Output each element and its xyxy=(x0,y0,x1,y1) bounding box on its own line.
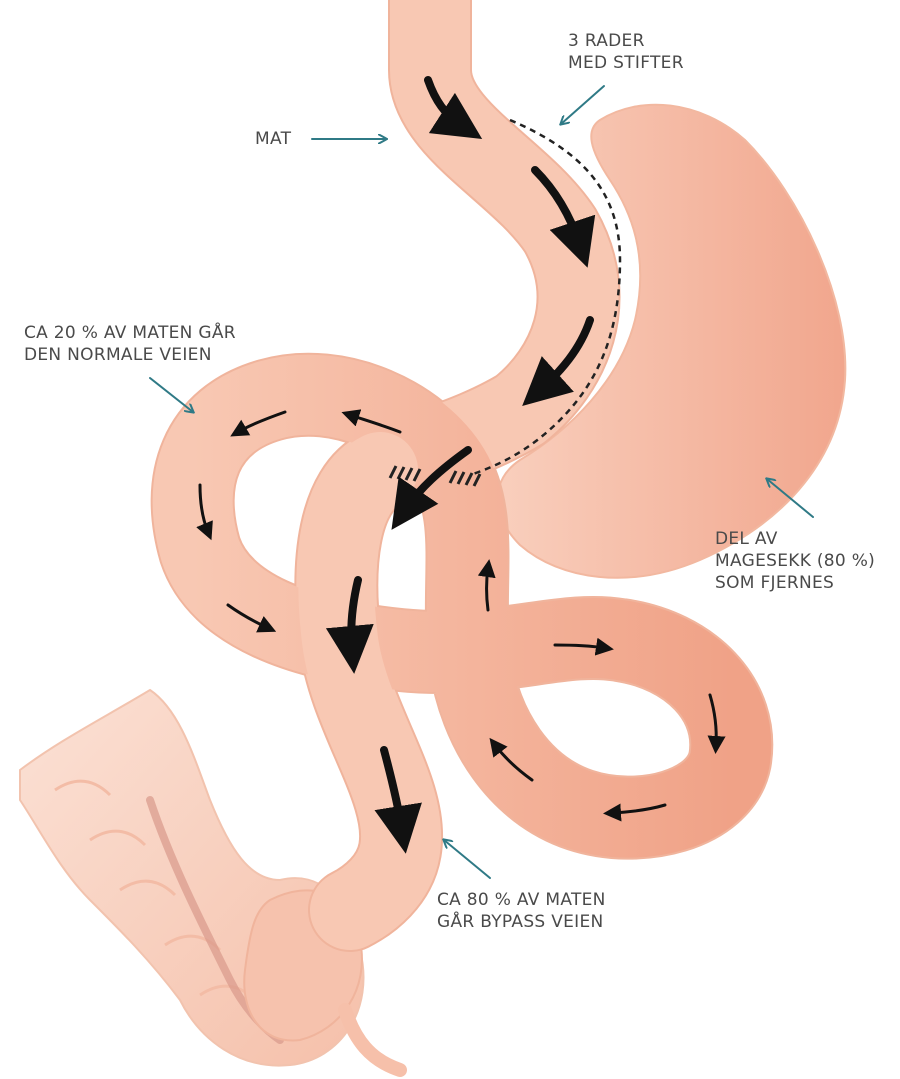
loop-arrow xyxy=(487,568,489,610)
pointer-bypass-route xyxy=(444,840,490,878)
label-removed-stomach-line-3: SOM FJERNES xyxy=(715,572,875,594)
label-bypass-route-line-2: GÅR BYPASS VEIEN xyxy=(437,911,606,933)
label-bypass-route-line-1: CA 80 % AV MATEN xyxy=(437,889,606,911)
label-staples-line-2: MED STIFTER xyxy=(568,52,684,74)
pointer-staples xyxy=(561,86,604,124)
label-food: MAT xyxy=(255,128,291,150)
label-normal-route: CA 20 % AV MATEN GÅR DEN NORMALE VEIEN xyxy=(24,322,236,366)
label-bypass-route: CA 80 % AV MATEN GÅR BYPASS VEIEN xyxy=(437,889,606,933)
label-removed-stomach-line-2: MAGESEKK (80 %) xyxy=(715,550,875,572)
label-normal-route-line-2: DEN NORMALE VEIEN xyxy=(24,344,236,366)
label-normal-route-line-1: CA 20 % AV MATEN GÅR xyxy=(24,322,236,344)
label-staples: 3 RADER MED STIFTER xyxy=(568,30,684,74)
label-removed-stomach: DEL AV MAGESEKK (80 %) SOM FJERNES xyxy=(715,528,875,594)
label-staples-line-1: 3 RADER xyxy=(568,30,684,52)
label-removed-stomach-line-1: DEL AV xyxy=(715,528,875,550)
pointer-normal-route xyxy=(150,378,193,412)
